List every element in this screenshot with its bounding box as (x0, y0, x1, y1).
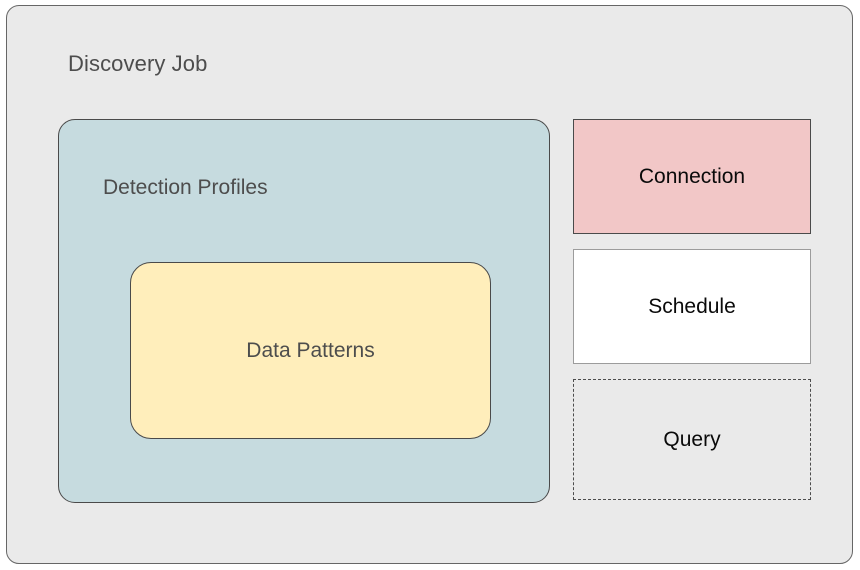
query-label: Query (663, 427, 721, 451)
detection-profiles-container[interactable]: Detection Profiles Data Patterns (58, 119, 550, 503)
query-box[interactable]: Query (573, 379, 811, 500)
connection-box[interactable]: Connection (573, 119, 811, 234)
discovery-job-label: Discovery Job (68, 51, 208, 76)
discovery-job-container[interactable]: Discovery Job Detection Profiles Data Pa… (6, 5, 853, 564)
data-patterns-label: Data Patterns (246, 338, 375, 362)
connection-label: Connection (638, 164, 746, 188)
data-patterns-box[interactable]: Data Patterns (130, 262, 491, 439)
schedule-box[interactable]: Schedule (573, 249, 811, 364)
detection-profiles-label: Detection Profiles (103, 176, 268, 199)
schedule-label: Schedule (648, 294, 736, 318)
